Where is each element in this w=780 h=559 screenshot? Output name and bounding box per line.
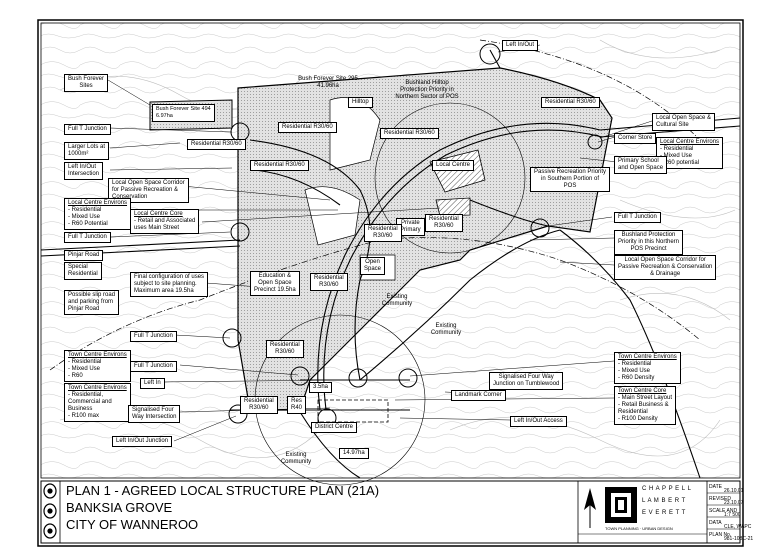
meta-key: DATA [709,520,722,526]
bushland-hilltop-label: Bushland Hilltop Protection Priority in … [395,80,459,100]
local-centre-core-area [435,197,471,217]
local-centre-environs-right-title: Local Centre Environs [660,139,720,145]
larger-lots-callout: Larger Lots at 1000m² [64,142,110,160]
local-os-corridor-callout: Local Open Space Corridor for Passive Re… [108,178,189,203]
district-centre-label: District Centre [311,422,358,433]
private-primary-label: Private Primary [396,218,425,236]
left-in-out-access-callout: Left In/Out Access [510,416,567,427]
residential-label-c: Residential R30/60 [380,128,439,139]
meta-value: 26.10.01 [724,488,744,494]
pinjar-road-callout: Pinjar Road [64,250,104,261]
town-centre-environs-left2-callout: Town Centre Environs- Residential, Comme… [64,383,131,422]
residential-label-a: Residential R30/60 [541,97,600,108]
local-centre-core-body: - Retail and Associated uses Main Street [134,218,196,231]
final-config-callout: Final configuration of uses subject to s… [130,272,209,297]
local-os-cultural-callout: Local Open Space & Cultural Site [652,113,716,131]
town-centre-environs-left-title: Town Centre Environs [68,352,127,358]
existing-community-label-b: Existing Community [430,323,462,336]
bush-forever-494-label: Bush Forever Site 494 6.97ha [152,104,215,122]
town-centre-environs-right-title: Town Centre Environs [618,354,677,360]
hilltop-label: Hilltop [348,97,373,108]
left-in-out-top-callout: Left In/Out [502,40,539,51]
plan-council: CITY OF WANNEROO [66,517,199,532]
meta-value: CLE, WAPC [724,524,752,530]
north-arrow-icon [584,488,596,528]
town-centre-core-right-title: Town Centre Core [618,388,667,394]
residential-label-i: Residential R30/60 [266,340,304,358]
town-centre-environs-left2-title: Town Centre Environs [68,385,127,391]
bush-forever-295-label: Bush Forever Site 295 41.96ha [298,76,358,89]
left-in-out-intersection-callout: Left In/Out Intersection [64,162,104,180]
area-3-5ha-label: 3.5ha [309,382,333,393]
left-in-callout: Left In [140,378,165,389]
full-t-junction-callout-2: Full T Junction [64,232,111,243]
town-centre-environs-left-callout: Town Centre Environs- Residential - Mixe… [64,350,131,382]
local-centre-label: Local Centre [432,160,475,171]
plan-logo-icon [43,483,57,539]
firm-tagline: TOWN PLANNING · URBAN DESIGN [605,526,673,531]
town-centre-core-right-body: - Main Street Layout - Retail Business &… [618,395,673,422]
primary-school-callout: Primary School and Open Space [614,156,668,174]
left-in-out-junction-callout: Left In/Out Junction [112,436,173,447]
local-centre-core-title: Local Centre Core [134,211,183,217]
meta-key: REVISED [709,496,731,502]
local-centre-environs-body: - Residential - Mixed Use - R60 Potentia… [68,207,108,227]
passive-rec-label: Passive Recreation Priority in Southern … [530,167,611,192]
meta-value: 23.10.07 [724,500,744,506]
landmark-corner-callout: Landmark Corner [451,390,506,401]
local-centre-environs-right-callout: Local Centre Environs- Residential - Mix… [656,137,724,169]
town-centre-environs-left2-body: - Residential, Commercial and Business -… [68,392,112,419]
local-os-corridor-right-callout: Local Open Space Corridor for Passive Re… [614,255,717,280]
title-block-frame [40,480,741,544]
meta-key: SCALE AND [709,508,738,514]
slip-road-callout: Possible slip road and parking from Pinj… [64,290,120,315]
existing-community-label-a: Existing Community [381,294,413,307]
signalised-four-way-left-callout: Signalised Four Way Intersection [128,405,181,423]
area-14-97ha-label: 14.97ha [339,448,369,459]
residential-label-b: Residential R30/60 [278,122,337,133]
town-centre-environs-right-callout: Town Centre Environs- Residential - Mixe… [614,352,681,384]
signalised-four-way-right-callout: Signalised Four Way Junction on Tumblewo… [489,372,564,390]
residential-label-f: Residential R30/60 [425,214,463,232]
open-space-label: Open Space [360,257,386,275]
town-centre-core-right-callout: Town Centre Core- Main Street Layout - R… [614,386,677,425]
full-t-junction-callout-1: Full T Junction [64,124,111,135]
existing-community-label-c: Existing Community [280,452,312,465]
meta-value: 981-108C-21 [724,536,754,542]
residential-label-e: Residential R30/60 [250,160,309,171]
residential-label-g: Residential R30/60 [364,224,402,242]
local-centre-environs-callout: Local Centre Environs- Residential - Mix… [64,198,132,230]
firm-logo-icon [605,487,637,523]
full-t-junction-callout-4: Full T Junction [130,361,177,372]
meta-key: DATE [709,484,722,490]
local-centre-environs-title: Local Centre Environs [68,200,128,206]
residential-label-j: Residential R30/60 [240,396,278,414]
special-residential-callout: Special Residential [64,262,102,280]
education-label: Education & Open Space Precinct 19.5ha [250,271,300,296]
res-r40-label: Res R40 [287,396,307,414]
meta-value: 1:7 500 [724,512,741,518]
firm-name-3: E V E R E T T [642,510,686,516]
plan-subtitle: BANKSIA GROVE [66,500,173,515]
local-centre-core-callout: Local Centre Core- Retail and Associated… [130,209,200,234]
residential-label-h: Residential R30/60 [310,273,348,291]
full-t-junction-callout-3: Full T Junction [130,331,177,342]
firm-name-1: C H A P P E L L [642,486,692,492]
town-centre-environs-left-body: - Residential - Mixed Use - R60 [68,359,102,379]
town-centre-environs-right-body: - Residential - Mixed Use - R60 Density [618,361,655,381]
plan-title: PLAN 1 - AGREED LOCAL STRUCTURE PLAN (21… [66,483,380,498]
bushland-protection-callout: Bushland Protection Priority in this Nor… [614,230,684,255]
corner-store-callout: Corner Store [614,133,657,144]
residential-label-d: Residential R30/60 [187,139,246,150]
full-t-junction-right-callout: Full T Junction [614,212,661,223]
bush-forever-sites-callout: Bush Forever Sites [64,74,109,92]
firm-name-2: L A M B E R T [642,498,686,504]
meta-key: PLAN No. [709,532,732,538]
